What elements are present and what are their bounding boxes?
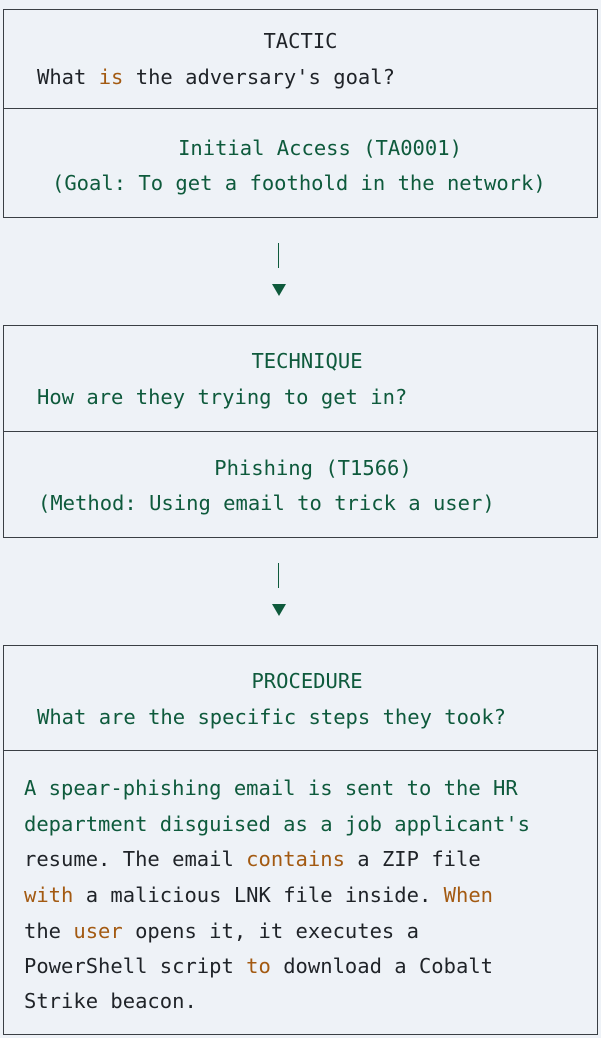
technique-divider	[3, 431, 598, 432]
tactic-detail: (Goal: To get a foothold in the network)	[52, 171, 546, 195]
down-arrow-icon	[272, 284, 286, 296]
connector-line	[278, 563, 279, 588]
procedure-text: download a Cobalt	[270, 954, 494, 978]
down-arrow-icon	[272, 604, 286, 616]
procedure-line: resume. The email contains a ZIP file	[24, 846, 481, 872]
procedure-bottom-border	[3, 1034, 598, 1035]
keyword-text: contains	[246, 847, 345, 871]
technique-bottom-border	[3, 537, 598, 538]
procedure-line: PowerShell script to download a Cobalt	[24, 953, 493, 979]
procedure-line: department disguised as a job applicant'…	[24, 811, 530, 837]
tactic-header: TACTIC	[263, 29, 338, 53]
procedure-text: resume. The email	[24, 847, 247, 871]
keyword-text: with	[24, 883, 74, 907]
procedure-text: PowerShell script	[24, 954, 247, 978]
procedure-top-border	[3, 645, 598, 646]
technique-detail: (Method: Using email to trick a user)	[38, 491, 495, 515]
technique-top-border	[3, 325, 598, 326]
keyword-text: to	[246, 954, 271, 978]
connector-line	[278, 243, 279, 268]
procedure-text: opens it, it executes a	[122, 919, 419, 943]
technique-name: Phishing (T1566)	[214, 456, 412, 480]
procedure-line: the user opens it, it executes a	[24, 918, 419, 944]
technique-question: How are they trying to get in?	[37, 385, 408, 409]
tactic-right-border	[597, 9, 598, 218]
procedure-line: with a malicious LNK file inside. When	[24, 882, 493, 908]
procedure-line: Strike beacon.	[24, 988, 197, 1014]
procedure-text: department disguised as a job applicant'…	[24, 812, 531, 836]
procedure-text: Strike beacon.	[24, 989, 197, 1013]
procedure-text: the	[24, 919, 74, 943]
tactic-divider	[3, 108, 598, 109]
tactic-name: Initial Access (TA0001)	[178, 136, 462, 160]
procedure-divider	[3, 750, 598, 751]
tactic-bottom-border	[3, 217, 598, 218]
tactic-question: What is the adversary's goal?	[37, 65, 395, 89]
procedure-line: A spear-phishing email is sent to the HR	[24, 775, 518, 801]
procedure-question: What are the specific steps they took?	[37, 705, 506, 729]
procedure-text: a malicious LNK file inside.	[73, 883, 444, 907]
procedure-left-border	[3, 645, 4, 1035]
procedure-text: A spear-phishing email is sent to the HR	[24, 776, 518, 800]
keyword-text: user	[73, 919, 123, 943]
procedure-right-border	[597, 645, 598, 1035]
keyword-text: When	[443, 883, 494, 907]
technique-header: TECHNIQUE	[251, 349, 363, 373]
procedure-text: a ZIP file	[344, 847, 481, 871]
procedure-header: PROCEDURE	[251, 669, 363, 693]
tactic-top-border	[3, 9, 598, 10]
tactic-left-border	[3, 9, 4, 218]
